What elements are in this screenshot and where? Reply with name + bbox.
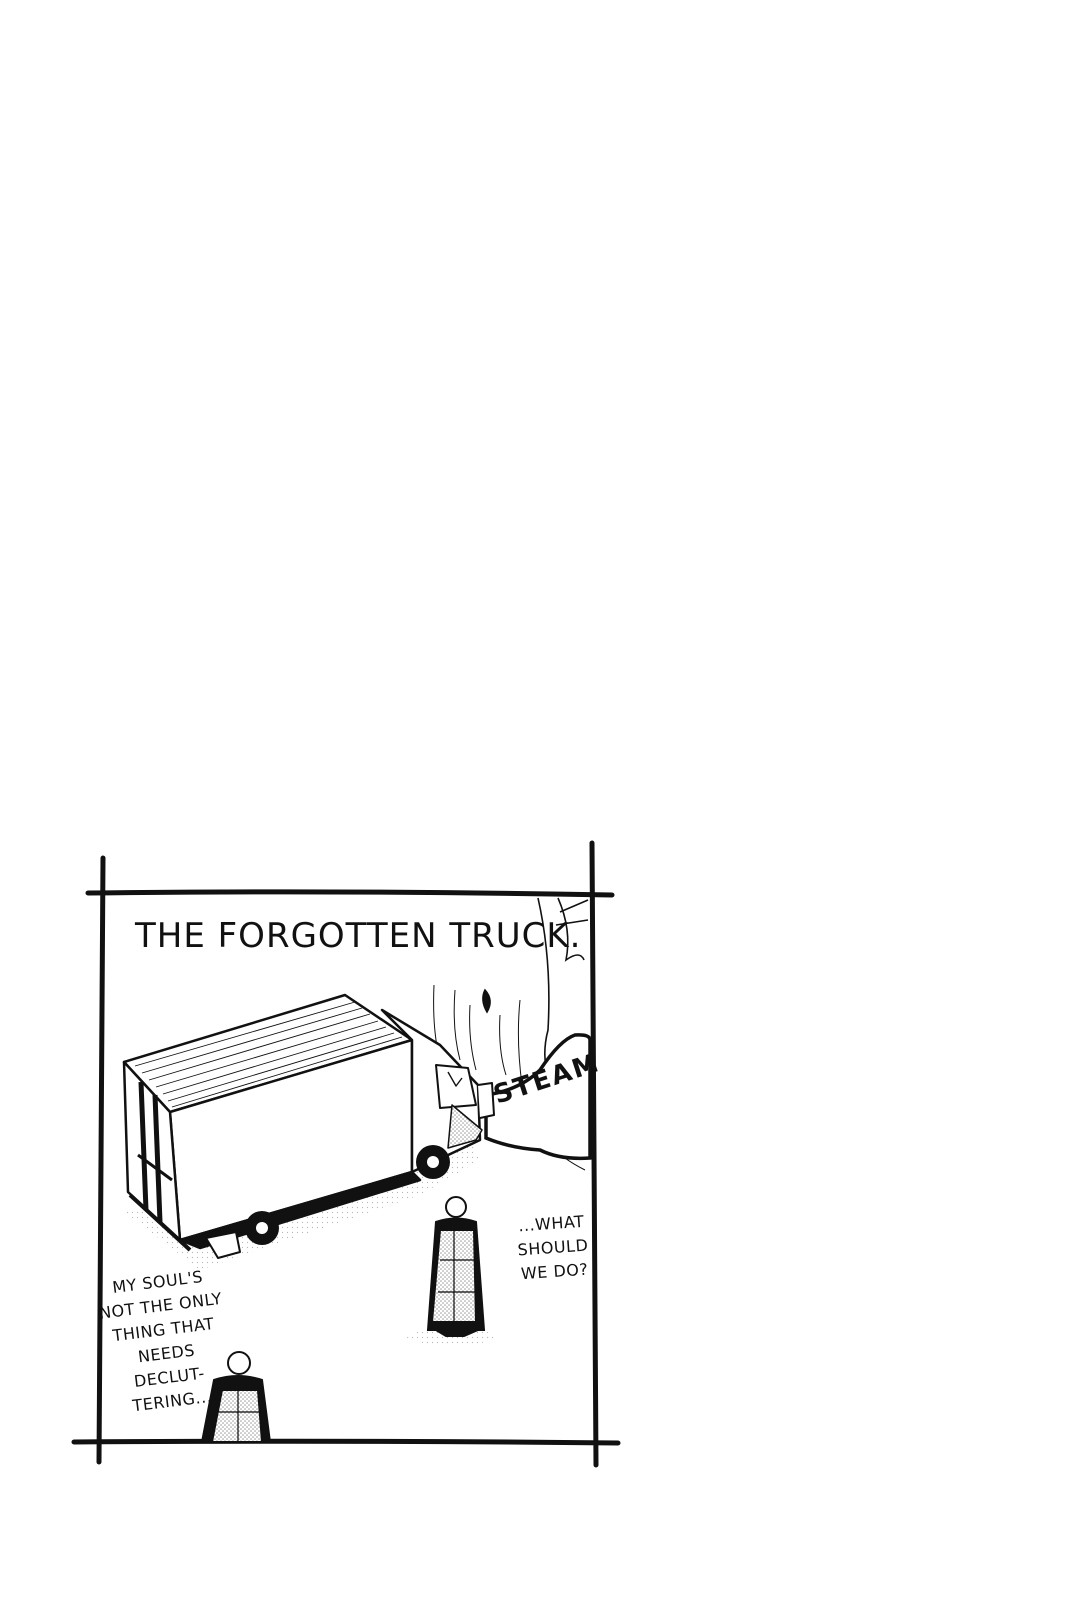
monk-standing — [407, 1196, 497, 1345]
truck-wheels — [245, 1145, 450, 1245]
panel-border — [71, 840, 621, 1468]
panel-caption: THE FORGOTTEN TRUCK. — [135, 916, 582, 956]
truck — [122, 993, 495, 1259]
monk-foreground — [200, 1351, 272, 1443]
speech-right: ...WHAT SHOULD WE DO? — [503, 1209, 604, 1288]
tree-trunk — [433, 897, 589, 1171]
steam-cloud — [484, 1033, 592, 1161]
speech-left: MY SOUL'S NOT THE ONLY THING THAT NEEDS … — [92, 1263, 239, 1422]
